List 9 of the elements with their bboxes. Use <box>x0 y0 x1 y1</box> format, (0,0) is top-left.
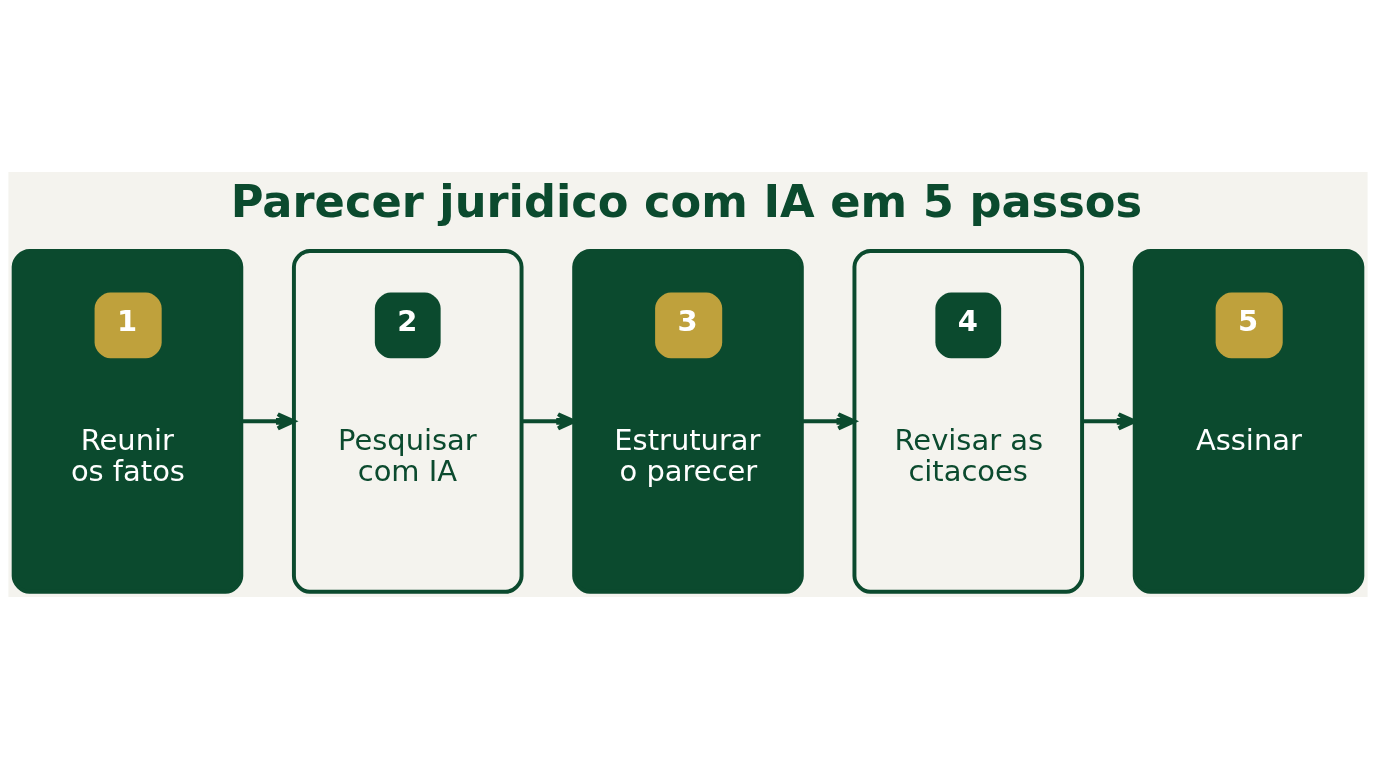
node-box: 3 Estruturar o parecer <box>572 248 804 594</box>
arrow <box>801 411 857 430</box>
diagram-title: Parecer juridico com IA em 5 passos <box>230 174 1143 228</box>
node-box: 5 Assinar <box>1132 248 1365 594</box>
arrow <box>521 411 576 430</box>
node-box: 4 Revisar as citacoes <box>852 248 1085 594</box>
node-box: 2 Pesquisar com IA <box>291 248 524 594</box>
node-box: 1 Reunir os fatos <box>11 248 244 594</box>
arrow <box>241 411 296 430</box>
